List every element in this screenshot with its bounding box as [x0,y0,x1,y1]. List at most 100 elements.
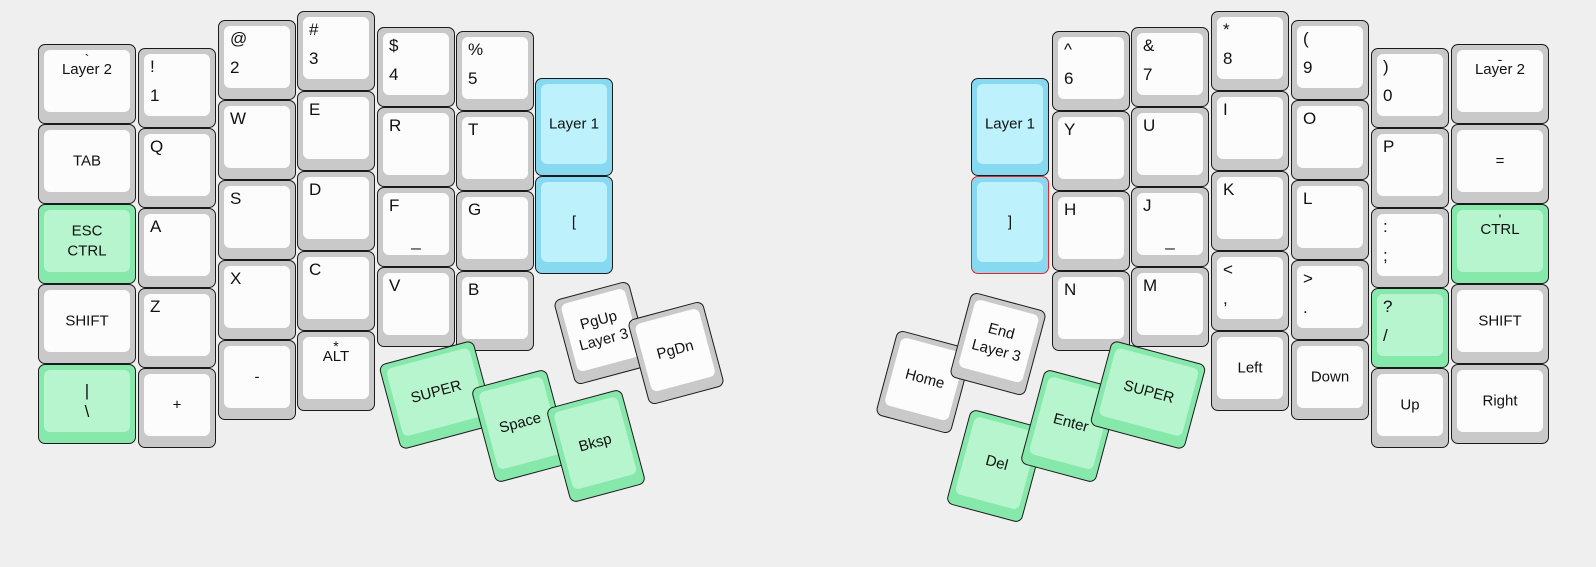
key-0[interactable]: )0 [1371,48,1449,128]
key-g[interactable]: G [456,191,534,271]
key-layer2-right[interactable]: -Layer 2 [1451,44,1549,124]
keycap-surface: | \ [44,370,130,432]
legend-top-left: M [1143,276,1158,295]
legend-top-left: A [150,217,162,236]
legend-top-left: X [230,269,242,288]
keycap-surface: [ [541,182,607,262]
key-x[interactable]: X [218,260,296,340]
key-n[interactable]: N [1052,271,1130,351]
legend-bottom-left: ; [1383,246,1388,265]
legend-top-center: ` [84,51,90,67]
legend-center: Right [1482,392,1518,410]
key-9[interactable]: (9 [1291,20,1369,100]
keycap-surface: Up [1377,374,1443,436]
key-7[interactable]: &7 [1131,27,1209,107]
key-8[interactable]: *8 [1211,11,1289,91]
key-s[interactable]: S [218,180,296,260]
keycap-surface: N [1058,277,1124,339]
key-down[interactable]: Down [1291,340,1369,420]
key-2[interactable]: @2 [218,20,296,100]
keycap-surface: PgDn [634,307,717,393]
legend-top-left: B [468,280,480,299]
keycap-surface: I [1217,97,1283,159]
key-equals[interactable]: = [1451,124,1549,204]
legend-top-left: N [1064,280,1077,299]
key-3[interactable]: #3 [297,11,375,91]
key-w[interactable]: W [218,100,296,180]
key-h[interactable]: H [1052,191,1130,271]
key-m[interactable]: M [1131,267,1209,347]
keycap-surface: X [224,266,290,328]
key-l[interactable]: L [1291,180,1369,260]
keycap-surface: >. [1297,266,1363,328]
key-esc-ctrl[interactable]: ESC CTRL [38,204,136,284]
key-ctrl-right[interactable]: 'CTRL [1451,204,1549,284]
key-r[interactable]: R [377,107,455,187]
key-o[interactable]: O [1291,100,1369,180]
key-shift-right[interactable]: SHIFT [1451,284,1549,364]
key-tab[interactable]: TAB [38,124,136,204]
key-right[interactable]: Right [1451,364,1549,444]
keycap-surface: Left [1217,337,1283,399]
key-f[interactable]: F_ [377,187,455,267]
key-b[interactable]: B [456,271,534,351]
key-4[interactable]: $4 [377,27,455,107]
key-up[interactable]: Up [1371,368,1449,448]
legend-center: CTRL [1480,221,1520,239]
key-e[interactable]: E [297,91,375,171]
keycap-surface: Right [1457,370,1543,432]
key-c[interactable]: C [297,251,375,331]
key-d[interactable]: D [297,171,375,251]
legend-top-center: - [1497,51,1503,67]
key-period[interactable]: >. [1291,260,1369,340]
key-alt[interactable]: *ALT [297,331,375,411]
keycap-surface: K [1217,177,1283,239]
key-t[interactable]: T [456,111,534,191]
keycap-surface: E [303,97,369,159]
key-z[interactable]: Z [138,288,216,368]
key-y[interactable]: Y [1052,111,1130,191]
key-semicolon[interactable]: :; [1371,208,1449,288]
key-k[interactable]: K [1211,171,1289,251]
key-pipe-backslash[interactable]: | \ [38,364,136,444]
legend-top-left: H [1064,200,1077,219]
key-i[interactable]: I [1211,91,1289,171]
legend-center: Left [1237,359,1263,377]
key-slash[interactable]: ?/ [1371,288,1449,368]
key-plus[interactable]: + [138,368,216,448]
keycap-surface: -Layer 2 [1457,50,1543,112]
key-u[interactable]: U [1131,107,1209,187]
key-bracket-left[interactable]: [ [535,176,613,274]
key-layer1-left[interactable]: Layer 1 [535,78,613,176]
key-j[interactable]: J_ [1131,187,1209,267]
key-q[interactable]: Q [138,128,216,208]
key-layer1-right[interactable]: Layer 1 [971,78,1049,176]
keycap-surface: )0 [1377,54,1443,116]
key-shift-left[interactable]: SHIFT [38,284,136,364]
keycap-surface: P [1377,134,1443,196]
keycap-surface: <, [1217,257,1283,319]
legend-center: Layer 2 [61,61,113,79]
key-a[interactable]: A [138,208,216,288]
key-left[interactable]: Left [1211,331,1289,411]
key-minus-left[interactable]: - [218,340,296,420]
legend-center: [ [571,213,577,231]
legend-top-left: & [1143,36,1155,55]
legend-top-left: ! [150,57,155,76]
key-5[interactable]: %5 [456,31,534,111]
key-p[interactable]: P [1371,128,1449,208]
legend-top-left: E [309,100,321,119]
key-bracket-right[interactable]: ] [971,176,1049,274]
key-v[interactable]: V [377,267,455,347]
legend-bottom-left: , [1223,289,1228,308]
keycap-surface: ESC CTRL [44,210,130,272]
key-layer2-left[interactable]: `Layer 2 [38,44,136,124]
legend-top-left: $ [389,36,399,55]
legend-center-multiline: PgUp Layer 3 [577,307,631,354]
keycap-surface: ^6 [1058,37,1124,99]
key-comma[interactable]: <, [1211,251,1289,331]
legend-top-left: G [468,200,482,219]
legend-top-left: Q [150,137,164,156]
key-1[interactable]: !1 [138,48,216,128]
key-6[interactable]: ^6 [1052,31,1130,111]
